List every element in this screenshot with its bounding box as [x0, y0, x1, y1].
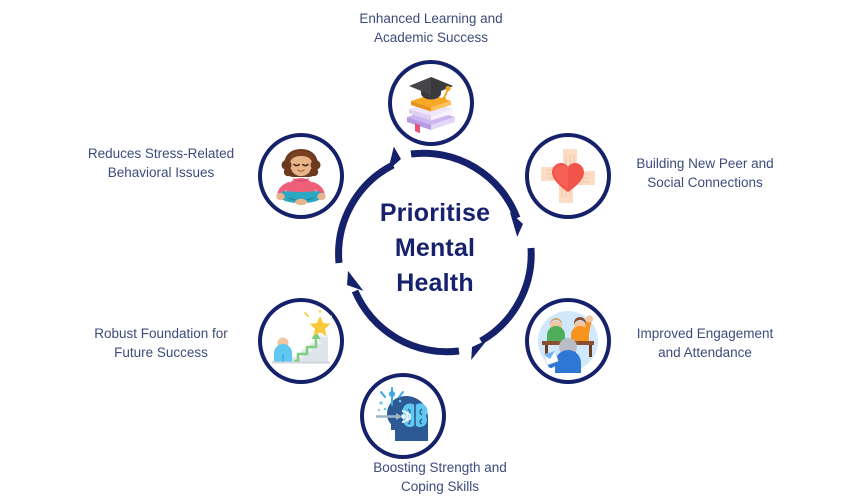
label-line-2: Coping Skills [400, 479, 480, 494]
node-engagement-attendance[interactable] [525, 298, 611, 384]
label-line-2: and Attendance [658, 345, 752, 360]
label-line-1: Robust Foundation for [94, 326, 228, 341]
center-title: Prioritise Mental Health [355, 196, 515, 301]
cycle-arrowhead-top-left [387, 146, 401, 171]
label-line-1: Reduces Stress-Related [87, 146, 235, 161]
node-coping-skills[interactable] [360, 373, 446, 459]
cycle-arc-top-right [410, 149, 521, 220]
classroom-students-icon [538, 311, 598, 373]
label-engagement-attendance: Improved Engagement and Attendance [615, 324, 795, 362]
cycle-arc-bottom-left [351, 289, 460, 356]
node-reduces-stress[interactable] [258, 133, 344, 219]
head-brain-target-icon [376, 387, 428, 441]
meditating-person-icon [276, 149, 326, 206]
label-line-1: Boosting Strength and [373, 460, 507, 475]
cycle-arrows [335, 146, 535, 361]
cycle-arc-top-left [335, 161, 395, 264]
label-coping-skills: Boosting Strength and Coping Skills [320, 458, 560, 496]
label-enhanced-learning: Enhanced Learning and Academic Success [331, 9, 531, 47]
label-line-1: Enhanced Learning and [359, 11, 503, 26]
label-line-2: Social Connections [647, 175, 763, 190]
cycle-arc-bottom-right [479, 247, 535, 345]
node-future-success[interactable] [258, 298, 344, 384]
label-reduces-stress: Reduces Stress-Related Behavioral Issues [62, 144, 260, 182]
label-future-success: Robust Foundation for Future Success [62, 324, 260, 362]
label-line-2: Academic Success [373, 30, 489, 45]
hands-around-heart-icon [541, 149, 595, 203]
cycle-arrowhead-bottom-left [347, 270, 364, 291]
center-title-line-2: Mental [394, 234, 476, 262]
center-title-line-3: Health [396, 269, 474, 297]
label-line-2: Behavioral Issues [107, 165, 215, 180]
cycle-arrowhead-top-right [509, 211, 523, 237]
cycle-arrowhead-bottom-right [471, 340, 488, 361]
node-peer-connections[interactable] [525, 133, 611, 219]
label-line-1: Improved Engagement [636, 326, 774, 341]
label-line-1: Building New Peer and [636, 156, 774, 171]
label-line-2: Future Success [114, 345, 208, 360]
label-peer-connections: Building New Peer and Social Connections [615, 154, 795, 192]
node-enhanced-learning[interactable] [388, 60, 474, 146]
person-stairs-star-icon [272, 310, 332, 364]
graduation-cap-on-books-icon [407, 77, 455, 133]
center-title-line-1: Prioritise [379, 199, 491, 227]
